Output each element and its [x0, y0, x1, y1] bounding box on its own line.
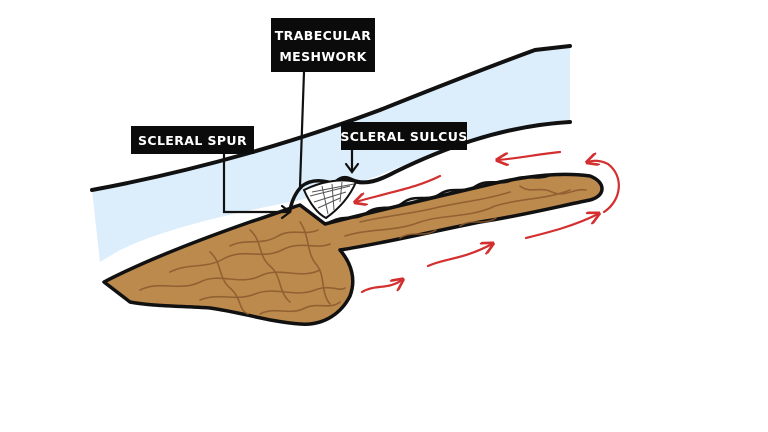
scleral-sulcus-label: SCLERAL SULCUS: [340, 122, 467, 150]
leader-scleral-sulcus-arrowhead: [344, 162, 360, 174]
leader-trabecular: [298, 70, 306, 188]
ciliary-body-texture: [139, 185, 587, 315]
flow-arrow: [524, 214, 598, 240]
leader-scleral-spur: [222, 152, 290, 214]
sclera-inner-edge: [334, 120, 572, 185]
scleral-spur-label-text: SCLERAL SPUR: [138, 133, 247, 148]
trabecular-label-line1: TRABECULAR: [275, 28, 371, 43]
trabecular-meshwork: [302, 179, 358, 220]
ciliary-processes: [328, 174, 550, 224]
flow-arrow: [360, 280, 402, 294]
flow-arrow: [356, 174, 442, 202]
sclera-outer-edge: [90, 44, 572, 192]
flow-arrow: [498, 150, 562, 160]
leader-scleral-spur-arrowhead: [280, 204, 292, 220]
scleral-sulcus-label-text: SCLERAL SULCUS: [340, 129, 467, 144]
aqueous-flow-arrows: [356, 150, 620, 294]
trabecular-label-line2: MESHWORK: [279, 49, 367, 64]
sclera-band: [92, 46, 570, 262]
trabecular-meshwork-label: TRABECULAR MESHWORK: [271, 18, 375, 72]
scleral-spur-label: SCLERAL SPUR: [131, 126, 254, 154]
leader-lines: [222, 70, 360, 220]
flow-arrow: [426, 244, 492, 268]
flow-arrow: [588, 161, 620, 214]
scleral-spur-outline: [288, 179, 330, 212]
